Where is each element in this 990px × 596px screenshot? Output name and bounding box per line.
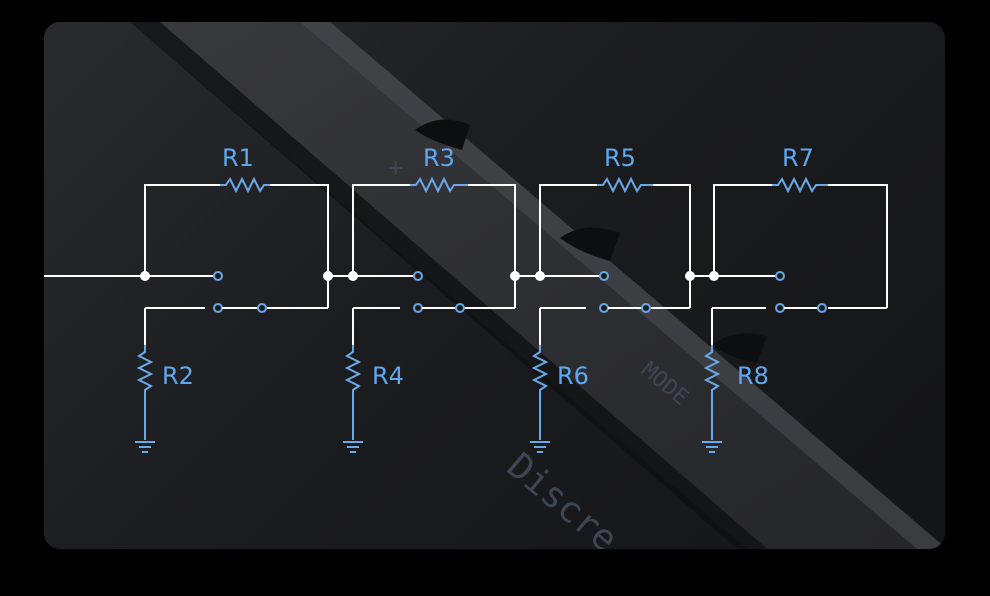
resistor-r1-symbol — [220, 176, 270, 194]
wire — [539, 184, 597, 276]
knob-shape — [712, 333, 767, 363]
resistor-r6-label: R6 — [557, 362, 589, 390]
resistor-r2-label: R2 — [162, 362, 194, 390]
switch-terminal — [413, 303, 423, 313]
wire — [828, 184, 888, 308]
ground-icon — [343, 441, 363, 453]
wire — [270, 184, 329, 276]
device-bar-edge — [130, 22, 780, 549]
plus-mark: + — [388, 153, 404, 183]
resistor-r4-symbol — [344, 345, 362, 400]
junction-dot — [140, 271, 150, 281]
switch-terminal — [257, 303, 267, 313]
switch-terminal — [213, 271, 223, 281]
junction-dot — [535, 271, 545, 281]
switch-terminal — [455, 303, 465, 313]
switch-terminal — [817, 303, 827, 313]
wire — [144, 184, 220, 276]
resistor-r3-symbol — [410, 176, 468, 194]
resistor-r8-label: R8 — [737, 362, 769, 390]
ground-icon — [135, 441, 155, 453]
knob-shape — [415, 119, 470, 150]
wire — [713, 184, 772, 276]
switch-terminal — [599, 271, 609, 281]
resistor-r4-label: R4 — [372, 362, 404, 390]
switch-terminal — [641, 303, 651, 313]
resistor-r5-symbol — [597, 176, 653, 194]
switch-terminal — [213, 303, 223, 313]
device-photo-background: + MODE Discre — [130, 22, 945, 560]
resistor-r2-symbol — [136, 345, 154, 400]
device-bar-highlight — [300, 22, 945, 549]
wire — [352, 184, 410, 276]
junction-dot — [348, 271, 358, 281]
switch-terminal — [599, 303, 609, 313]
knob-shape — [560, 227, 620, 261]
resistor-r6-symbol — [531, 345, 549, 400]
brand-label: Discre — [499, 445, 625, 560]
device-bar — [130, 22, 945, 549]
junction-dot — [709, 271, 719, 281]
wire — [468, 184, 516, 276]
switch-terminal — [775, 303, 785, 313]
resistor-r3-label: R3 — [423, 144, 455, 172]
section-1 — [135, 176, 333, 453]
resistor-r8-symbol — [703, 345, 721, 400]
ground-icon — [702, 441, 722, 453]
ground-icon — [530, 441, 550, 453]
wire — [653, 184, 691, 276]
switch-terminal — [775, 271, 785, 281]
switch-terminal — [413, 271, 423, 281]
resistor-r5-label: R5 — [604, 144, 636, 172]
resistor-r7-label: R7 — [782, 144, 814, 172]
section-4 — [702, 176, 888, 453]
resistor-r7-symbol — [772, 176, 828, 194]
section-2 — [343, 176, 520, 453]
resistor-r1-label: R1 — [222, 144, 254, 172]
